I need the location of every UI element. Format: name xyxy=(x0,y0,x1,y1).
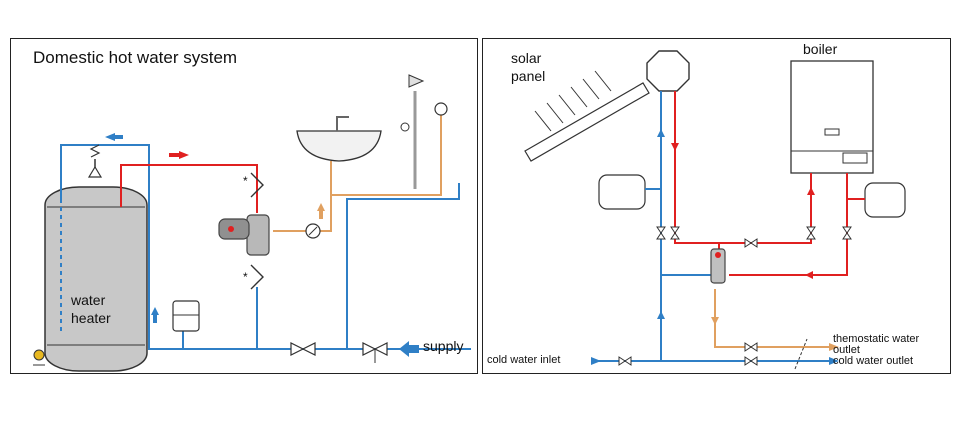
boiler-controls xyxy=(842,152,868,164)
cold-outlet-label: cold water outlet xyxy=(833,355,914,367)
cold-fixture-pipe xyxy=(346,183,460,349)
valve-e2 xyxy=(750,238,758,248)
ray-1 xyxy=(534,110,552,132)
thermo-outlet-line1: themostatic water xyxy=(833,333,920,345)
boiler-hot-return xyxy=(729,173,848,276)
valve-c2 xyxy=(806,232,816,240)
water-heater-tank xyxy=(44,186,148,372)
valve-g2 xyxy=(750,356,758,366)
valve-c xyxy=(806,226,816,234)
hot-flow-arrow-tail xyxy=(169,153,179,157)
valve-g xyxy=(744,356,752,366)
valve-a xyxy=(656,226,666,234)
pressure-valve-a xyxy=(362,342,377,356)
hot-flow-arrow-icon xyxy=(179,151,189,159)
hot-up-arrow xyxy=(807,187,815,195)
mixing-valve-body xyxy=(246,214,270,256)
solar-label-line2: panel xyxy=(511,68,546,84)
valve-f xyxy=(618,356,626,366)
cold-up-arrow-2 xyxy=(657,311,665,319)
expansion-vessel xyxy=(172,300,200,332)
relief-valve-icon xyxy=(87,165,103,178)
ray-2 xyxy=(546,102,564,124)
ray-4 xyxy=(570,86,588,108)
mixed-to-shower-pipe xyxy=(331,109,442,196)
valve-d xyxy=(842,226,852,234)
thermo-outlet-arrow xyxy=(829,343,839,351)
cold-inlet-label: cold water inlet xyxy=(487,354,561,366)
mixed-down-arrow xyxy=(711,317,719,325)
valve-h2 xyxy=(750,342,758,352)
hot-left-arrow xyxy=(805,271,813,279)
shower-mixer-icon xyxy=(434,102,448,116)
supply-arrow-tail xyxy=(409,345,419,353)
ray-6 xyxy=(594,70,612,92)
hot-check-valve-icon xyxy=(250,172,264,198)
solar-panel-icon xyxy=(524,82,650,162)
ray-3 xyxy=(558,94,576,116)
thermostatic-outlet-pipe xyxy=(714,289,829,348)
cold-check-valve-icon xyxy=(250,264,264,290)
wash-basin xyxy=(296,130,382,162)
boiler-display xyxy=(824,128,840,136)
cold-up-arrow-1 xyxy=(657,129,665,137)
supply-valve-left-a xyxy=(290,342,305,356)
right-diagram xyxy=(524,50,906,370)
right-mixing-valve xyxy=(710,248,726,284)
mixed-to-basin-pipe xyxy=(273,161,332,232)
right-expansion-vessel xyxy=(864,182,906,218)
mixed-up-arrow-tail xyxy=(319,211,323,219)
outlet-divider xyxy=(794,338,808,370)
right-valve-indicator xyxy=(715,252,721,258)
panel-title: Domestic hot water system xyxy=(33,48,238,67)
star-lower: * xyxy=(243,270,248,284)
mixed-up-arrow-icon xyxy=(317,203,325,211)
valve-f2 xyxy=(624,356,632,366)
relief-spring-icon xyxy=(89,144,101,158)
hot-supply-pipe xyxy=(120,164,258,213)
cold-return-arrow-tail xyxy=(115,135,123,139)
solar-label-line1: solar xyxy=(511,50,542,66)
shower-handle-icon xyxy=(400,122,410,132)
valve-b xyxy=(670,226,680,234)
cold-up-arrow-tail xyxy=(153,315,157,323)
tank-label-water: water xyxy=(71,292,106,308)
hot-down-arrow xyxy=(671,143,679,151)
tank-label-heater: heater xyxy=(71,310,111,326)
valve-b2 xyxy=(670,232,680,240)
valve-e xyxy=(744,238,752,248)
boiler-label: boiler xyxy=(803,41,838,57)
shower-head-icon xyxy=(408,74,425,88)
drain-valve-icon xyxy=(33,349,45,361)
domestic-hot-water-panel: Domestic hot water system water heater s… xyxy=(10,38,478,374)
left-expansion-vessel xyxy=(598,174,646,210)
valve-d2 xyxy=(842,232,852,240)
valve-h xyxy=(744,342,752,352)
basin-tap-icon xyxy=(336,116,349,131)
pressure-valve-b xyxy=(373,342,388,356)
cold-inlet-arrow xyxy=(591,357,601,365)
left-diagram xyxy=(33,74,471,372)
solar-hot-pipe xyxy=(674,91,812,244)
supply-arrow-icon xyxy=(399,341,409,357)
thermo-outlet-line2: outlet xyxy=(833,344,860,356)
isolation-valves xyxy=(618,226,852,366)
ray-5 xyxy=(582,78,600,100)
knob-indicator xyxy=(228,226,234,232)
cold-outlet-arrow xyxy=(829,357,839,365)
solar-boiler-panel: solar panel boiler cold water inlet them… xyxy=(482,38,951,374)
sun-rays xyxy=(534,70,612,132)
solar-collector-tank xyxy=(646,50,690,92)
cold-up-arrow-icon xyxy=(151,307,159,315)
supply-label: supply xyxy=(423,338,464,354)
cold-return-arrow-icon xyxy=(105,133,115,141)
valve-a2 xyxy=(656,232,666,240)
supply-valve-left-b xyxy=(301,342,316,356)
gauge-needle xyxy=(308,226,318,236)
star-upper: * xyxy=(243,174,248,188)
